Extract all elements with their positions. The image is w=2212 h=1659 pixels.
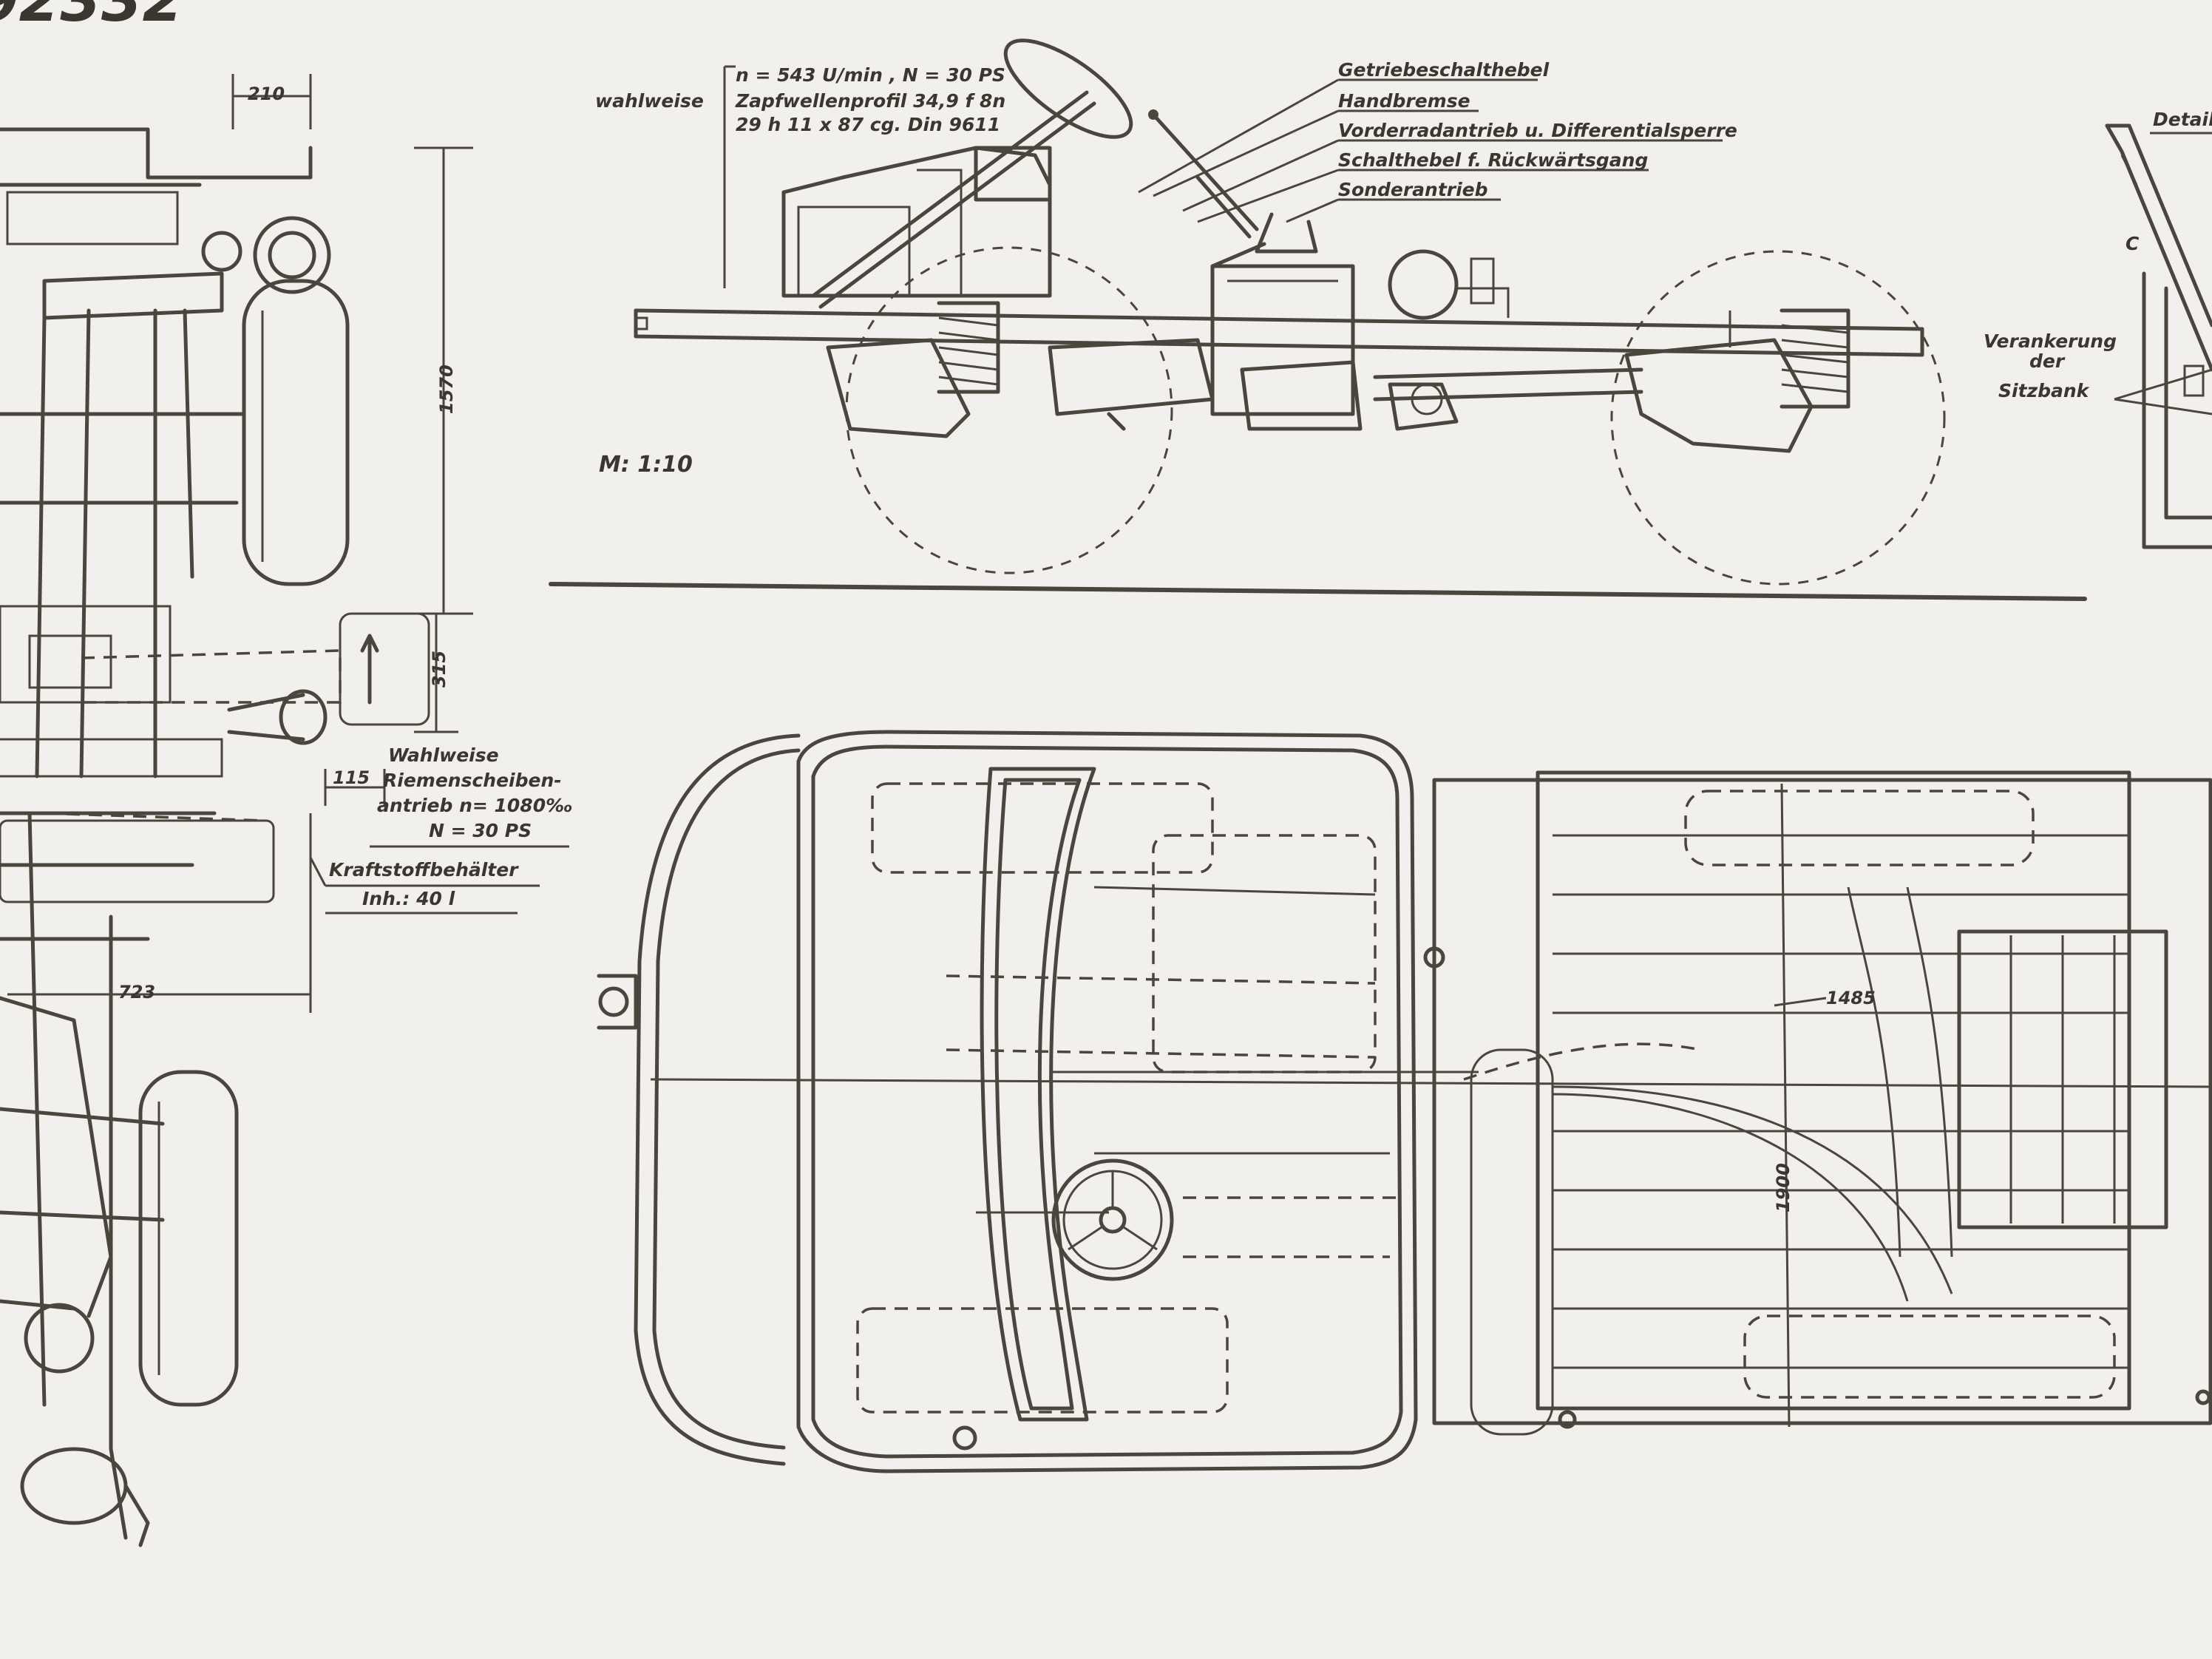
detail-view: Detail C Verankerung der Sitzbank <box>1984 109 2212 549</box>
ground-line <box>549 582 2087 601</box>
steering-wheel-top <box>1051 1158 1174 1281</box>
dim-1485: 1485 <box>1826 988 1876 1008</box>
rear-wheel-outline <box>1610 250 1946 586</box>
side-view: wahlweise n = 543 U/min , N = 30 PS Zapf… <box>549 38 2087 601</box>
pto-heading: wahlweise <box>595 90 704 112</box>
detail-title: Detail <box>2153 109 2212 130</box>
pto-line-2: Zapfwellenprofil 34,9 f 8n <box>735 90 1005 112</box>
callout-vorderradantrieb: Vorderradantrieb u. Differentialsperre <box>1338 120 1737 141</box>
callout-rueckwaertsgang: Schalthebel f. Rückwärtsgang <box>1338 149 1648 171</box>
left-chassis-view: 210 1570 315 115 723 Wahlweise Riemensch… <box>0 74 572 1547</box>
callout-getriebeschalthebel: Getriebeschalthebel <box>1338 59 1550 81</box>
dim-115: 115 <box>333 767 370 788</box>
dim-1570: 1570 <box>436 364 457 414</box>
callout-handbremse: Handbremse <box>1338 90 1470 112</box>
tank-label-2: Inh.: 40 l <box>362 888 455 909</box>
pulley-label-3: antrieb n= 1080‰ <box>377 795 572 816</box>
callout-sonderantrieb: Sonderantrieb <box>1338 179 1488 200</box>
tank-label-1: Kraftstoffbehälter <box>329 859 519 881</box>
cargo-bed <box>1432 778 2212 1425</box>
detail-label-3: Sitzbank <box>1998 380 2090 401</box>
detail-letter: C <box>2126 233 2140 254</box>
dim-1900: 1900 <box>1773 1163 1794 1212</box>
scale-label: M: 1:10 <box>599 452 693 478</box>
front-wheel-outline <box>845 246 1173 574</box>
sheet-number: 92332 <box>0 0 183 35</box>
steering-wheel-side <box>1003 38 1133 139</box>
pto-line-3: 29 h 11 x 87 cg. Din 9611 <box>736 114 1000 135</box>
detail-label-1: Verankerung <box>1984 330 2117 352</box>
top-view: 1900 1485 <box>597 730 2212 1473</box>
front-bumper <box>634 733 801 1466</box>
pulley-label-2: Riemenscheiben- <box>383 770 562 791</box>
cab-outline <box>796 730 1418 1473</box>
dim-723: 723 <box>118 982 155 1002</box>
pto-line-1: n = 543 U/min , N = 30 PS <box>736 64 1005 86</box>
dim-315: 315 <box>429 651 449 688</box>
dim-210: 210 <box>248 84 285 104</box>
pulley-label-4: N = 30 PS <box>429 820 532 841</box>
detail-label-2: der <box>2029 350 2066 372</box>
pulley-label-1: Wahlweise <box>388 744 499 766</box>
